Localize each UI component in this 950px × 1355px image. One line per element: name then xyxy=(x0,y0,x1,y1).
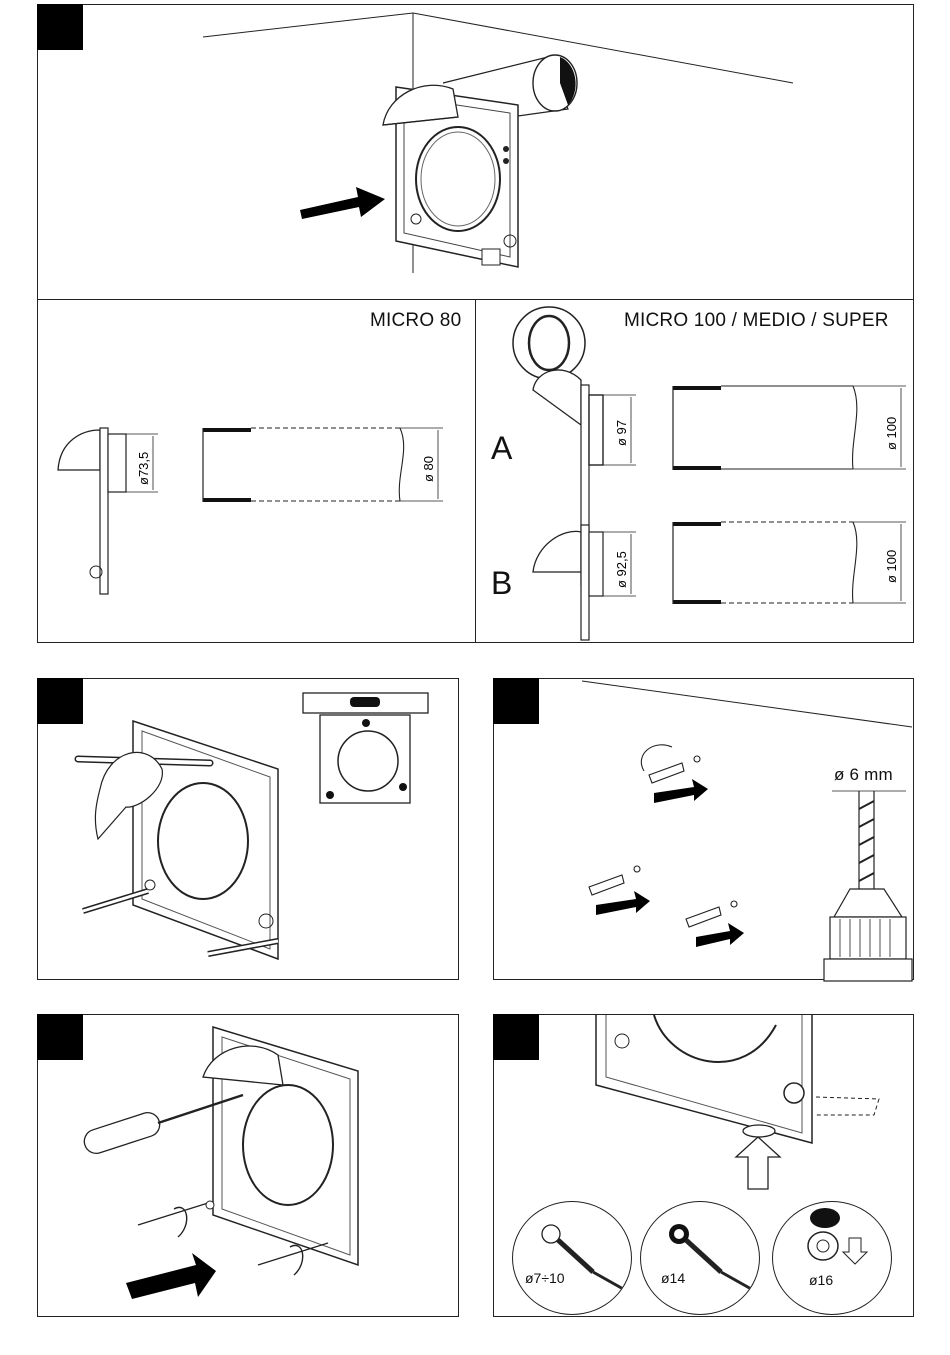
panel-cable-entry: ø7÷10 ø14 ø16 xyxy=(493,1014,914,1317)
marking-illustration xyxy=(38,679,460,981)
size-label-small: ø7÷10 xyxy=(525,1270,565,1286)
panel-drilling: ø 6 mm xyxy=(493,678,914,980)
screwing-illustration xyxy=(38,1015,460,1318)
panel-screwing xyxy=(37,1014,459,1317)
panel-marking xyxy=(37,678,459,980)
wall-mount-illustration xyxy=(38,5,915,301)
cable-entry-small: ø7÷10 xyxy=(512,1201,632,1315)
dim-micro80-spigot: ø73,5 xyxy=(136,452,151,485)
size-label-large: ø16 xyxy=(809,1272,833,1288)
cable-entry-large: ø16 xyxy=(772,1201,892,1315)
dim-a-spigot: ø 97 xyxy=(614,420,629,446)
dim-b-spigot: ø 92,5 xyxy=(614,551,629,588)
grommet-icon xyxy=(773,1202,891,1314)
panel-variants: MICRO 80 MICRO 100 / MEDIO / SUPER A B xyxy=(37,299,914,643)
dim-b-duct: ø 100 xyxy=(884,550,899,583)
dim-a-duct: ø 100 xyxy=(884,417,899,450)
drilling-illustration xyxy=(494,679,915,981)
panel-wall-mounting xyxy=(37,4,914,300)
variants-illustration: ø73,5 ø 80 ø 97 ø 100 ø 92,5 ø 100 xyxy=(38,300,915,644)
pliers-small-icon xyxy=(513,1202,631,1314)
cable-entry-medium: ø14 xyxy=(640,1201,760,1315)
pliers-medium-icon xyxy=(641,1202,759,1314)
size-label-medium: ø14 xyxy=(661,1270,685,1286)
dim-micro80-duct: ø 80 xyxy=(421,456,436,482)
